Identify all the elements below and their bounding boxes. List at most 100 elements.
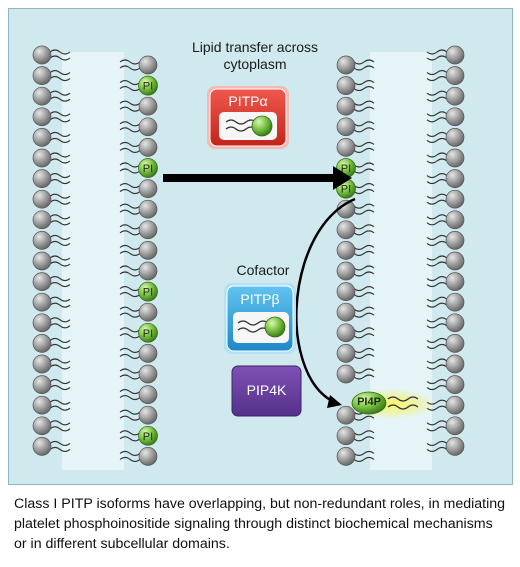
- transfer-title: Lipid transfer across cytoplasm: [191, 39, 319, 72]
- lipid-head: [32, 272, 52, 291]
- pi-label: PI: [143, 163, 153, 175]
- lipid-head: [138, 96, 158, 116]
- lipid-head: [138, 199, 158, 219]
- lipid-head: [445, 292, 465, 312]
- pi-label: PI: [143, 287, 153, 299]
- lipid-head: [445, 231, 465, 250]
- lipid-head: [32, 292, 52, 312]
- lipid-head: [32, 313, 52, 333]
- lipid-head: [336, 344, 356, 363]
- lipid-head: [138, 138, 158, 157]
- right-membrane: PI PI: [336, 45, 465, 466]
- lipid-head: [445, 437, 465, 456]
- figure-caption: Class I PITP isoforms have overlapping, …: [14, 496, 506, 552]
- lipid-head: [445, 86, 465, 106]
- lipid-head: [32, 128, 52, 147]
- lipid-head: [138, 241, 158, 260]
- pi4p-label: PI4P: [357, 396, 381, 408]
- lipid-head: [336, 282, 356, 301]
- lipid-head: [445, 148, 465, 168]
- lipid-head: [32, 86, 52, 106]
- lipid-head: [336, 55, 356, 75]
- lipid-head: [32, 251, 52, 271]
- lipid-head: [138, 55, 158, 75]
- cofactor-label: Cofactor: [236, 262, 290, 278]
- lipid-head: [336, 447, 356, 466]
- pip4k-box: [231, 365, 302, 417]
- lipid-head: [138, 385, 158, 404]
- pi-label: PI: [143, 81, 153, 93]
- lipid-head: [336, 302, 356, 322]
- lipid-head: [336, 96, 356, 116]
- lipid-head: [32, 334, 52, 353]
- lipid-head: [336, 138, 356, 157]
- pitp-alpha-pi-head: [251, 115, 273, 137]
- lipid-head: [445, 375, 465, 394]
- pi-label: PI: [341, 184, 351, 196]
- lipid-head: [445, 45, 465, 65]
- lipid-head: [138, 364, 158, 384]
- lipid-head: [32, 148, 52, 168]
- lipid-head: [445, 210, 465, 230]
- pi4p-head: [351, 391, 387, 415]
- lipid-head: [445, 251, 465, 271]
- lipid-head: [32, 189, 52, 209]
- left-bilayer-core: [62, 52, 124, 470]
- lipid-head: [138, 344, 158, 363]
- lipid-head: [445, 313, 465, 333]
- lipid-head: [32, 354, 52, 374]
- pi-lipid-head: [138, 75, 158, 96]
- lipid-head: [336, 426, 356, 446]
- lipid-head: [336, 117, 356, 137]
- lipid-head: [445, 334, 465, 353]
- lipid-head: [32, 231, 52, 250]
- lipid-head: [32, 107, 52, 127]
- lipid-head: [336, 405, 356, 425]
- lipid-head: [138, 117, 158, 137]
- lipid-head: [32, 395, 52, 415]
- pi-lipid-head: [138, 425, 158, 446]
- lipid-head: [138, 447, 158, 466]
- lipid-head: [32, 437, 52, 456]
- pi-lipid-head: [138, 158, 158, 178]
- lipid-head: [336, 261, 356, 281]
- left-membrane: PI PI PI PI PI: [32, 45, 158, 466]
- lipid-head: [445, 189, 465, 209]
- lipid-head: [336, 220, 356, 240]
- lipid-head: [336, 76, 356, 95]
- pi-label: PI: [341, 163, 351, 175]
- lipid-head: [336, 323, 356, 343]
- lipid-head: [445, 128, 465, 147]
- pi-lipid-head: [138, 322, 158, 343]
- lipid-head: [32, 45, 52, 65]
- conversion-arrow-head: [327, 395, 342, 408]
- pi-label: PI: [143, 328, 153, 340]
- lipid-head: [138, 405, 158, 425]
- lipid-head: [445, 107, 465, 127]
- pi-label: PI: [143, 431, 153, 443]
- lipid-head: [445, 66, 465, 85]
- lipid-head: [138, 179, 158, 198]
- pip4k-label: PIP4K: [246, 382, 287, 398]
- lipid-head: [138, 220, 158, 240]
- lipid-head: [445, 395, 465, 415]
- conversion-arrow: [295, 197, 356, 404]
- lipid-head: [32, 210, 52, 230]
- lipid-head: [138, 261, 158, 281]
- lipid-head: [445, 169, 465, 188]
- lipid-head: [32, 169, 52, 188]
- lipid-head: [32, 416, 52, 436]
- pitp-beta-pi-head: [264, 316, 286, 338]
- lipid-head: [336, 364, 356, 384]
- pi-lipid-head: [138, 281, 158, 302]
- lipid-head: [336, 241, 356, 260]
- lipid-head: [445, 416, 465, 436]
- pitp-beta-label: PITPβ: [240, 291, 280, 307]
- lipid-head: [445, 272, 465, 291]
- lipid-head: [138, 302, 158, 322]
- lipid-head: [32, 375, 52, 394]
- transfer-arrow-head: [333, 166, 352, 190]
- pitp-alpha-label: PITPα: [228, 93, 268, 109]
